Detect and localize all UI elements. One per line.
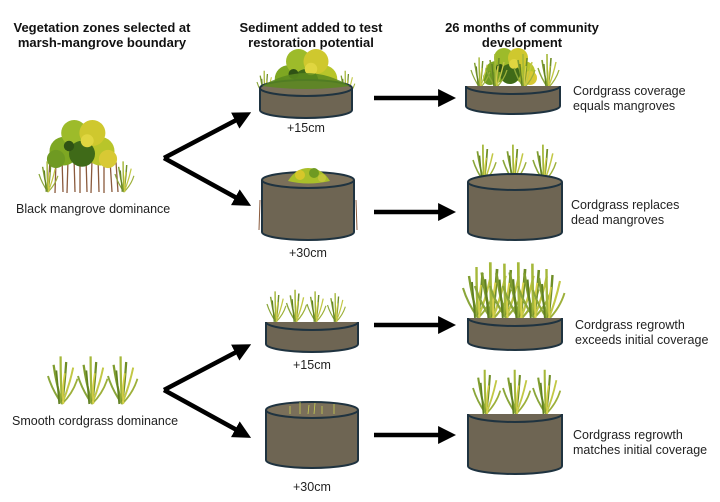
outcome-row3-line1: Cordgrass regrowth <box>575 318 685 332</box>
header-community-development-line1: 26 months of community <box>445 20 599 35</box>
cordgrass-clumps-icon <box>46 355 139 406</box>
branch-arrows-cordgrass <box>162 344 252 438</box>
branch-arrow-30cm-mangrove <box>162 156 252 206</box>
header-community-development-line2: development <box>481 35 563 50</box>
outcome-row4: Cordgrass regrowth matches initial cover… <box>573 428 707 458</box>
branch-arrow-30cm-cordgrass <box>162 388 252 438</box>
cordgrass-buried-in-tall-pot <box>265 401 359 469</box>
outcome-row1-line2: equals mangroves <box>573 99 676 113</box>
header-sediment-added: Sediment added to test restoration poten… <box>236 20 386 50</box>
header-vegetation-zones: Vegetation zones selected at marsh-mangr… <box>6 20 198 50</box>
zone-label-smooth-cordgrass: Smooth cordgrass dominance <box>12 414 179 428</box>
cordgrass-clumps-in-tall-pot <box>467 143 563 241</box>
outcome-row1: Cordgrass coverage equals mangroves <box>573 84 686 114</box>
header-sediment-added-line2: restoration potential <box>248 35 374 50</box>
header-sediment-added-line1: Sediment added to test <box>239 20 383 35</box>
header-community-development: 26 months of community development <box>432 20 612 50</box>
mangrove-shrub-icon <box>38 120 135 194</box>
sediment-label-row1: +15cm <box>287 121 325 135</box>
sediment-label-row3: +15cm <box>293 358 331 372</box>
outcome-row3-line2: exceeds initial coverage <box>575 333 709 347</box>
sediment-label-row2: +30cm <box>289 246 327 260</box>
outcome-row3: Cordgrass regrowth exceeds initial cover… <box>575 318 708 348</box>
mangrove-buried-in-tall-pot <box>258 168 358 241</box>
outcome-row4-line2: matches initial coverage <box>573 443 708 457</box>
mixed-mangrove-cordgrass-pot <box>465 48 561 115</box>
zone-label-black-mangrove: Black mangrove dominance <box>16 202 171 216</box>
cordgrass-in-short-pot <box>265 288 359 353</box>
branch-arrows-mangrove <box>162 112 252 206</box>
outcome-row2-line1: Cordgrass replaces <box>571 198 680 212</box>
cordgrass-clumps-in-tall-pot-row4 <box>467 368 563 475</box>
outcome-row2: Cordgrass replaces dead mangroves <box>571 198 679 228</box>
outcome-row4-line1: Cordgrass regrowth <box>573 428 683 442</box>
header-vegetation-zones-line2: marsh-mangrove boundary <box>17 35 187 50</box>
sediment-label-row4: +30cm <box>293 480 331 494</box>
header-vegetation-zones-line1: Vegetation zones selected at <box>13 20 191 35</box>
branch-arrow-15cm-mangrove <box>162 112 252 160</box>
outcome-row2-line2: dead mangroves <box>571 213 665 227</box>
outcome-row1-line1: Cordgrass coverage <box>573 84 686 98</box>
dense-cordgrass-short-pot <box>461 260 566 351</box>
branch-arrow-15cm-cordgrass <box>162 344 252 392</box>
mangrove-in-short-pot <box>256 49 356 119</box>
